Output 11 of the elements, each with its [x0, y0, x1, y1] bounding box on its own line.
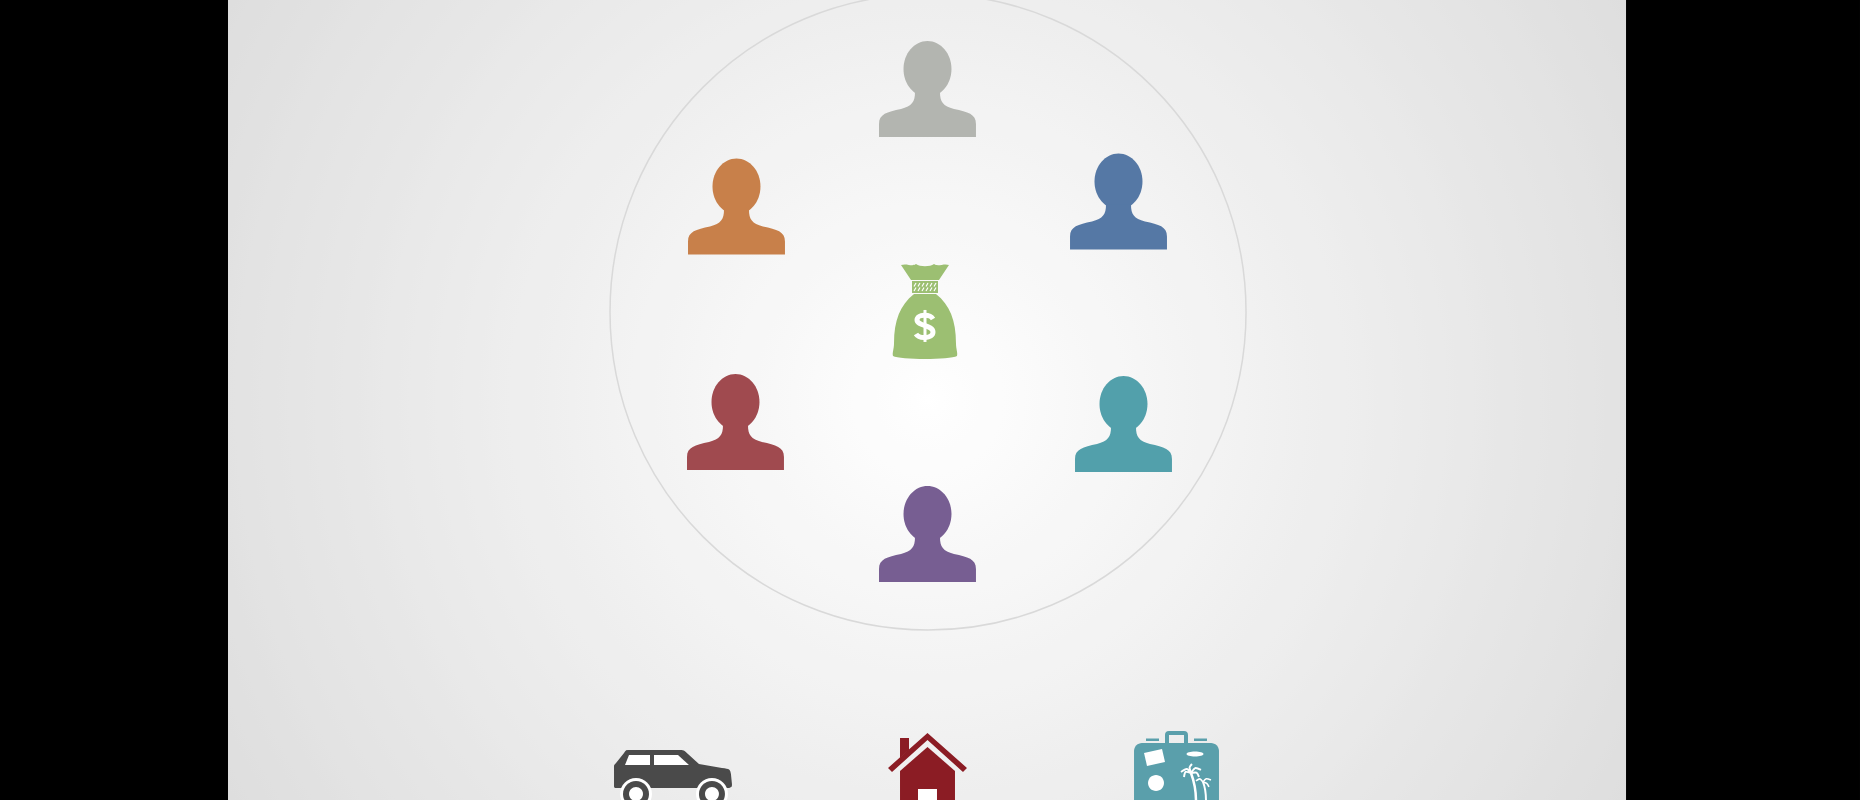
- house-icon: [888, 733, 967, 800]
- car-icon: [614, 750, 732, 800]
- circle-outline: [609, 0, 1247, 631]
- person-icon: [1070, 153, 1167, 250]
- person-icon: [879, 41, 976, 137]
- money-bag-icon: [892, 264, 958, 359]
- person-icon: [1075, 376, 1172, 472]
- person-icon: [688, 158, 785, 255]
- person-icon: [687, 374, 784, 470]
- person-icon: [879, 486, 976, 582]
- suitcase-icon: [1134, 731, 1219, 800]
